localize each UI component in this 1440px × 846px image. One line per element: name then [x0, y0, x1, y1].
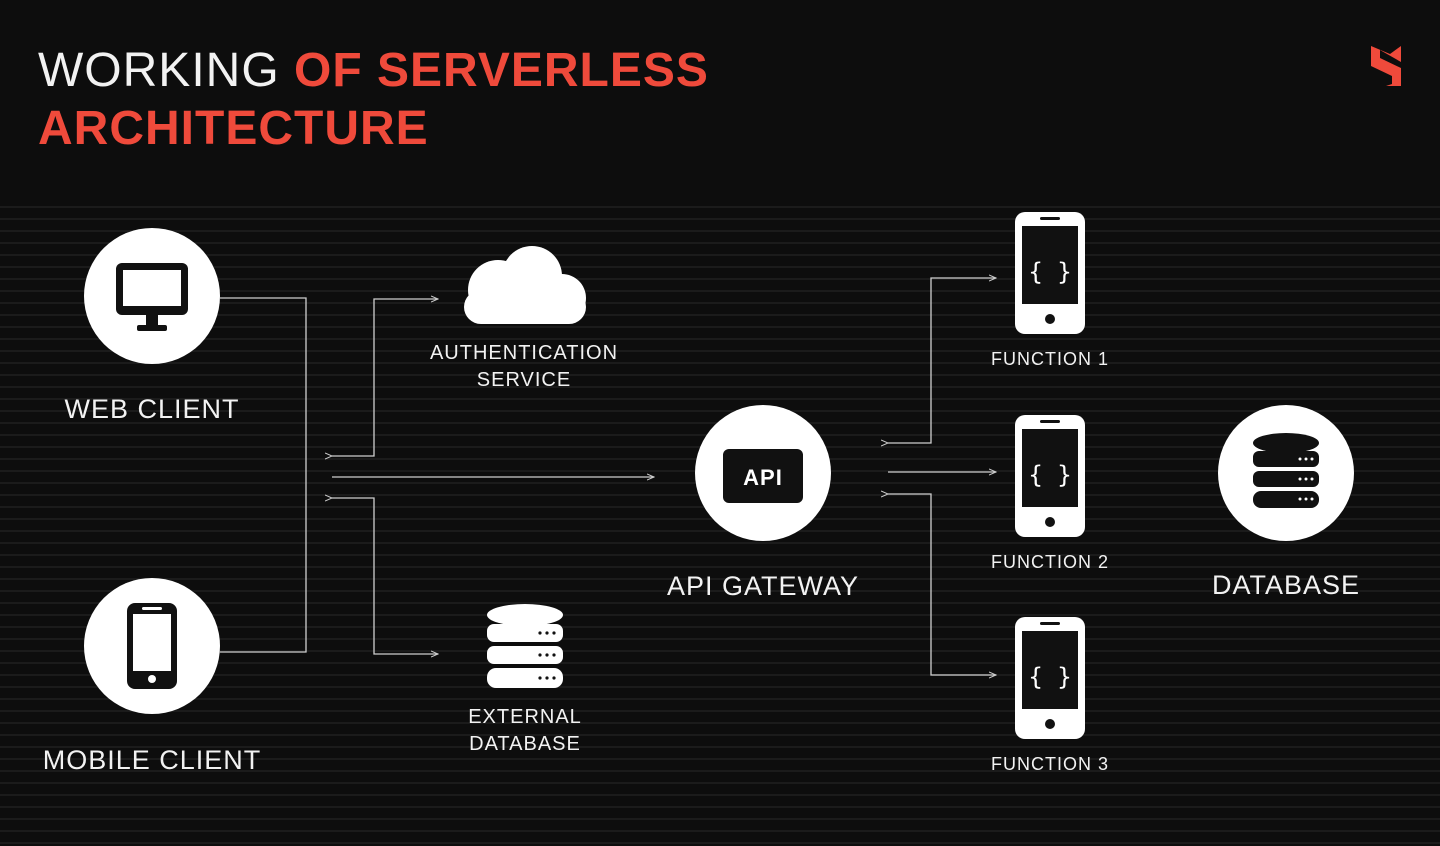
- web-client-node: [84, 228, 220, 364]
- database-icon: [1253, 433, 1319, 508]
- brand-logo-icon: [1371, 46, 1401, 86]
- cloud-icon: [464, 246, 586, 324]
- auth-service-label-line2: SERVICE: [476, 369, 572, 391]
- smartphone-icon: [127, 603, 177, 689]
- api-gateway-node: API: [695, 405, 831, 541]
- auth-service-label: AUTHENTICATION SERVICE: [430, 340, 618, 394]
- function3-connector: [888, 494, 996, 675]
- mobile-client-node: [84, 578, 220, 714]
- web-client-label: WEB CLIENT: [64, 394, 240, 424]
- function2-phone-icon: { }: [1015, 415, 1085, 537]
- api-icon: API: [723, 449, 803, 503]
- database-node: [1218, 405, 1354, 541]
- external-db-connector: [332, 498, 438, 654]
- function2-label: FUNCTION 2: [991, 552, 1109, 572]
- function1-connector: [888, 278, 996, 443]
- external-db-label: EXTERNAL DATABASE: [468, 704, 582, 758]
- title-plain: WORKING: [38, 44, 294, 97]
- title-accent-1: OF SERVERLESS: [294, 44, 709, 97]
- web-client-connector: [220, 297, 307, 653]
- function1-glyph: { }: [1028, 258, 1071, 286]
- function3-label: FUNCTION 3: [991, 754, 1109, 774]
- auth-connector: [332, 299, 438, 456]
- external-database-icon: [487, 604, 563, 688]
- function1-phone-icon: { }: [1015, 212, 1085, 334]
- function1-label: FUNCTION 1: [991, 349, 1109, 369]
- function2-glyph: { }: [1028, 461, 1071, 489]
- database-label: DATABASE: [1211, 570, 1361, 600]
- external-db-label-line2: DATABASE: [469, 733, 581, 755]
- external-db-label-line1: EXTERNAL: [468, 706, 582, 728]
- api-badge-text: API: [743, 465, 783, 490]
- function3-glyph: { }: [1028, 663, 1071, 691]
- monitor-icon: [116, 263, 188, 331]
- title-accent-2: ARCHITECTURE: [38, 102, 429, 155]
- api-gateway-label: API GATEWAY: [666, 571, 860, 601]
- connectors: [220, 278, 996, 675]
- mobile-client-label: MOBILE CLIENT: [42, 745, 262, 775]
- page-title: WORKING OF SERVERLESS ARCHITECTURE: [38, 42, 709, 158]
- function3-phone-icon: { }: [1015, 617, 1085, 739]
- auth-service-label-line1: AUTHENTICATION: [429, 342, 619, 364]
